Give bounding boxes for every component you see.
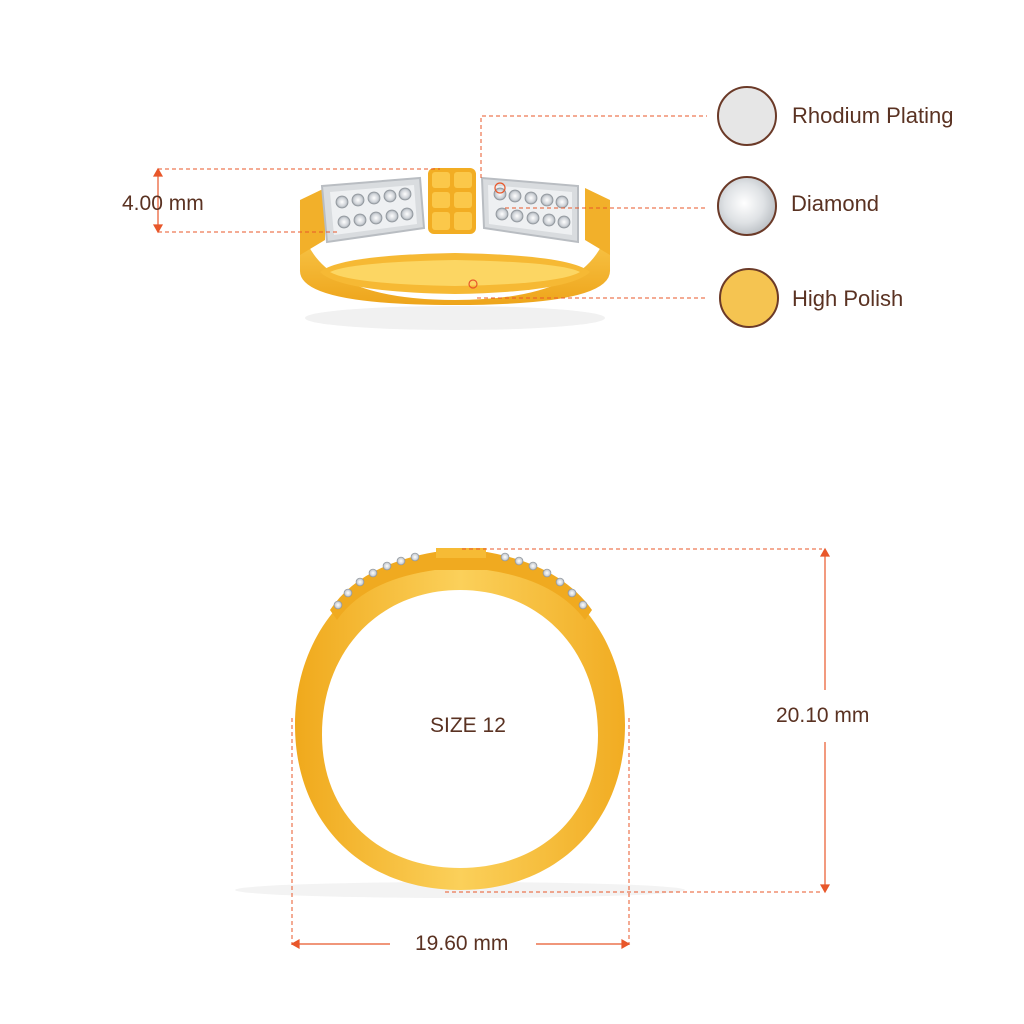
width-label: 4.00 mm bbox=[122, 192, 204, 215]
callout-leaders bbox=[477, 115, 707, 299]
diameter-dimension-lines bbox=[291, 718, 630, 945]
high-polish-swatch bbox=[719, 268, 779, 328]
ring-shadow bbox=[305, 306, 605, 330]
diamond-panel-left bbox=[320, 176, 426, 244]
ring-front-view bbox=[235, 548, 685, 898]
height-dimension-arrow bbox=[819, 547, 831, 894]
diameter-label: 19.60 mm bbox=[415, 932, 509, 955]
width-dimension-lines bbox=[158, 168, 440, 233]
shoulder-left bbox=[300, 188, 325, 255]
rhodium-plating-swatch bbox=[717, 86, 777, 146]
polish-marker-point bbox=[468, 279, 478, 289]
shoulder-right bbox=[585, 188, 610, 255]
legend-label-rhodium: Rhodium Plating bbox=[792, 103, 954, 128]
height-dimension-lines bbox=[445, 548, 822, 893]
diameter-dimension-arrow bbox=[290, 938, 631, 950]
diamond-marker-point bbox=[494, 182, 506, 194]
legend-label-polish: High Polish bbox=[792, 286, 904, 311]
width-dimension-arrow bbox=[152, 167, 164, 234]
diamond-panel-right bbox=[480, 176, 579, 244]
front-top-setting bbox=[330, 552, 592, 620]
rhodium-leader bbox=[480, 115, 707, 178]
center-gold-block bbox=[428, 168, 476, 234]
front-center-block bbox=[436, 548, 486, 558]
front-diamond-row bbox=[333, 552, 588, 610]
height-label: 20.10 mm bbox=[776, 704, 870, 727]
ring-inner-highlight bbox=[330, 260, 580, 286]
legend-label-diamond: Diamond bbox=[791, 191, 880, 216]
size-label: SIZE 12 bbox=[430, 714, 506, 737]
ring-top-view bbox=[299, 168, 611, 330]
diamond-swatch bbox=[717, 176, 777, 236]
